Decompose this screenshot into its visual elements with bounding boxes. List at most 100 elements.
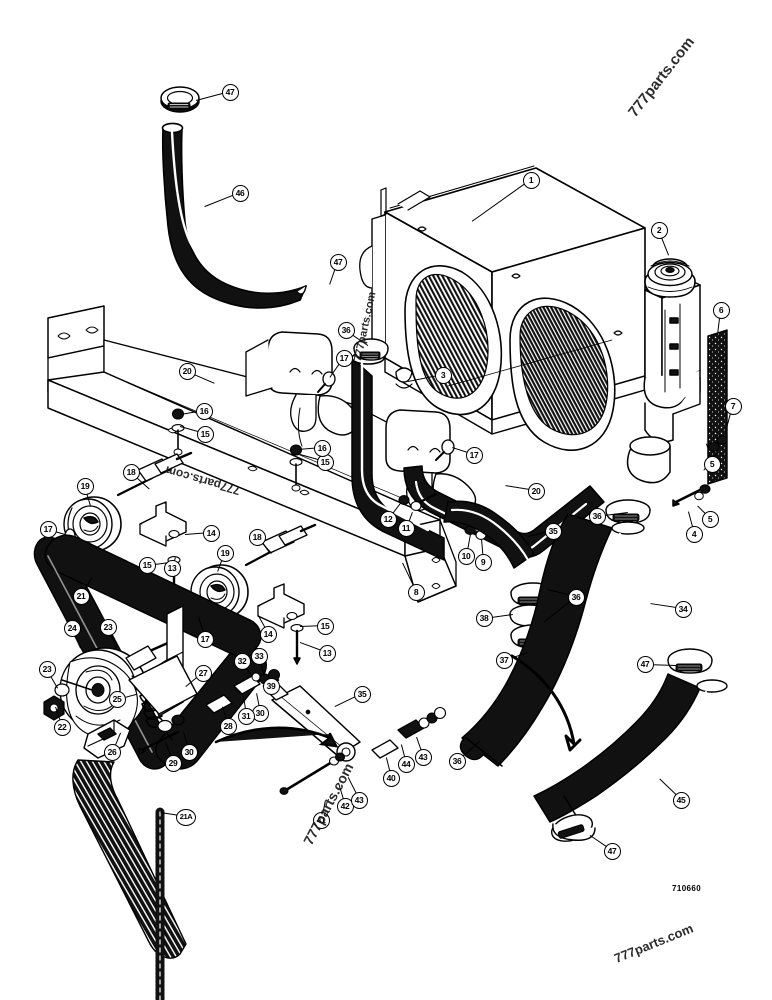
hose-clamp-47-right <box>667 648 713 674</box>
callout-41[interactable]: 41 <box>312 811 330 829</box>
callout-2[interactable]: 2 <box>650 221 668 239</box>
callout-39[interactable]: 39 <box>262 677 280 695</box>
callout-16[interactable]: 16 <box>195 402 213 420</box>
callout-15[interactable]: 15 <box>138 556 156 574</box>
lower-radiator-hose-34 <box>459 513 645 767</box>
deflector-bolt-17-right <box>435 439 455 461</box>
callout-24[interactable]: 24 <box>63 619 81 637</box>
hose-clamp-47-top <box>160 86 200 113</box>
callout-36[interactable]: 36 <box>567 588 585 606</box>
callout-5[interactable]: 5 <box>703 455 721 473</box>
callout-47[interactable]: 47 <box>329 253 347 271</box>
arm-bushings-40-44-43 <box>371 706 447 759</box>
callout-23[interactable]: 23 <box>38 660 56 678</box>
arm-bolt-41-42-43 <box>279 752 346 795</box>
callout-16[interactable]: 16 <box>313 439 331 457</box>
callout-18[interactable]: 18 <box>122 463 140 481</box>
callout-19[interactable]: 19 <box>76 477 94 495</box>
screen-hardware-7-5 <box>703 435 728 471</box>
frame-hardware-16-15-right <box>289 444 303 492</box>
idler-pulley-upper-19 <box>63 496 122 552</box>
callout-36[interactable]: 36 <box>448 752 466 770</box>
callout-9[interactable]: 9 <box>474 553 492 571</box>
callout-15[interactable]: 15 <box>316 617 334 635</box>
upper-radiator-hose-46 <box>161 122 307 309</box>
callout-35[interactable]: 35 <box>544 522 562 540</box>
mount-plate-27 <box>128 605 198 755</box>
callout-17[interactable]: 17 <box>335 349 353 367</box>
lower-belt-21a <box>72 759 187 1000</box>
idler-shaft-18-lower <box>244 523 317 567</box>
callout-30[interactable]: 30 <box>180 743 198 761</box>
hose-clamp-36-center <box>353 338 389 361</box>
callout-27[interactable]: 27 <box>194 664 212 682</box>
callout-6[interactable]: 6 <box>712 301 730 319</box>
hardware-11-12 <box>398 492 438 511</box>
frame-hardware-16-15-left <box>171 408 185 456</box>
bottom-right-hose-45 <box>533 673 728 823</box>
callout-47[interactable]: 47 <box>636 655 654 673</box>
callout-20[interactable]: 20 <box>527 482 545 500</box>
callout-35[interactable]: 35 <box>353 685 371 703</box>
callout-18[interactable]: 18 <box>248 528 266 546</box>
callout-11[interactable]: 11 <box>397 519 415 537</box>
callout-4[interactable]: 4 <box>685 525 703 543</box>
callout-8[interactable]: 8 <box>407 583 425 601</box>
idler-bracket-14-lower <box>257 583 305 629</box>
callout-22[interactable]: 22 <box>53 718 71 736</box>
hose-clamp-47-bottom <box>550 814 596 842</box>
callout-28[interactable]: 28 <box>219 717 237 735</box>
callout-33[interactable]: 33 <box>250 647 268 665</box>
callout-15[interactable]: 15 <box>196 425 214 443</box>
callout-43[interactable]: 43 <box>414 748 432 766</box>
callout-37[interactable]: 37 <box>495 651 513 669</box>
callout-13[interactable]: 13 <box>318 644 336 662</box>
callout-31[interactable]: 31 <box>237 707 255 725</box>
pulley-nut-22-23 <box>43 679 93 721</box>
callout-36[interactable]: 36 <box>337 321 355 339</box>
callout-47[interactable]: 47 <box>603 842 621 860</box>
idler-arm-35 <box>262 678 361 762</box>
radiator-cap-2 <box>644 260 696 298</box>
callout-14[interactable]: 14 <box>259 625 277 643</box>
idler-shaft-18-upper <box>116 451 193 497</box>
callout-29[interactable]: 29 <box>164 754 182 772</box>
callout-26[interactable]: 26 <box>103 743 121 761</box>
callout-19[interactable]: 19 <box>216 544 234 562</box>
callout-36[interactable]: 36 <box>588 507 606 525</box>
callout-40[interactable]: 40 <box>382 769 400 787</box>
callout-23[interactable]: 23 <box>99 618 117 636</box>
callout-10[interactable]: 10 <box>457 547 475 565</box>
callout-20[interactable]: 20 <box>178 362 196 380</box>
callout-5[interactable]: 5 <box>701 510 719 528</box>
callout-17[interactable]: 17 <box>196 630 214 648</box>
drawing-number: 710660 <box>672 884 702 893</box>
callout-21[interactable]: 21 <box>72 587 90 605</box>
callout-38[interactable]: 38 <box>475 609 493 627</box>
callout-45[interactable]: 45 <box>672 791 690 809</box>
callout-17[interactable]: 17 <box>39 520 57 538</box>
callout-47[interactable]: 47 <box>221 83 239 101</box>
short-hose-35-upper <box>443 500 535 569</box>
callout-17[interactable]: 17 <box>465 446 483 464</box>
callout-7[interactable]: 7 <box>724 397 742 415</box>
callout-3[interactable]: 3 <box>434 366 452 384</box>
callout-1[interactable]: 1 <box>522 171 540 189</box>
callout-34[interactable]: 34 <box>674 600 692 618</box>
callout-13[interactable]: 13 <box>163 559 181 577</box>
tank-hardware-4-5 <box>672 484 711 507</box>
core-clip-3 <box>395 367 413 389</box>
radiator-assembly-1 <box>359 165 701 484</box>
callout-46[interactable]: 46 <box>231 184 249 202</box>
callout-14[interactable]: 14 <box>202 524 220 542</box>
callout-32[interactable]: 32 <box>233 652 251 670</box>
water-pump-pulley-24 <box>59 647 148 740</box>
callout-43[interactable]: 43 <box>350 791 368 809</box>
callout-21A[interactable]: 21A <box>176 808 196 826</box>
callout-12[interactable]: 12 <box>379 510 397 528</box>
idler-bracket-14-upper <box>139 501 187 547</box>
callout-44[interactable]: 44 <box>397 755 415 773</box>
callout-25[interactable]: 25 <box>108 690 126 708</box>
